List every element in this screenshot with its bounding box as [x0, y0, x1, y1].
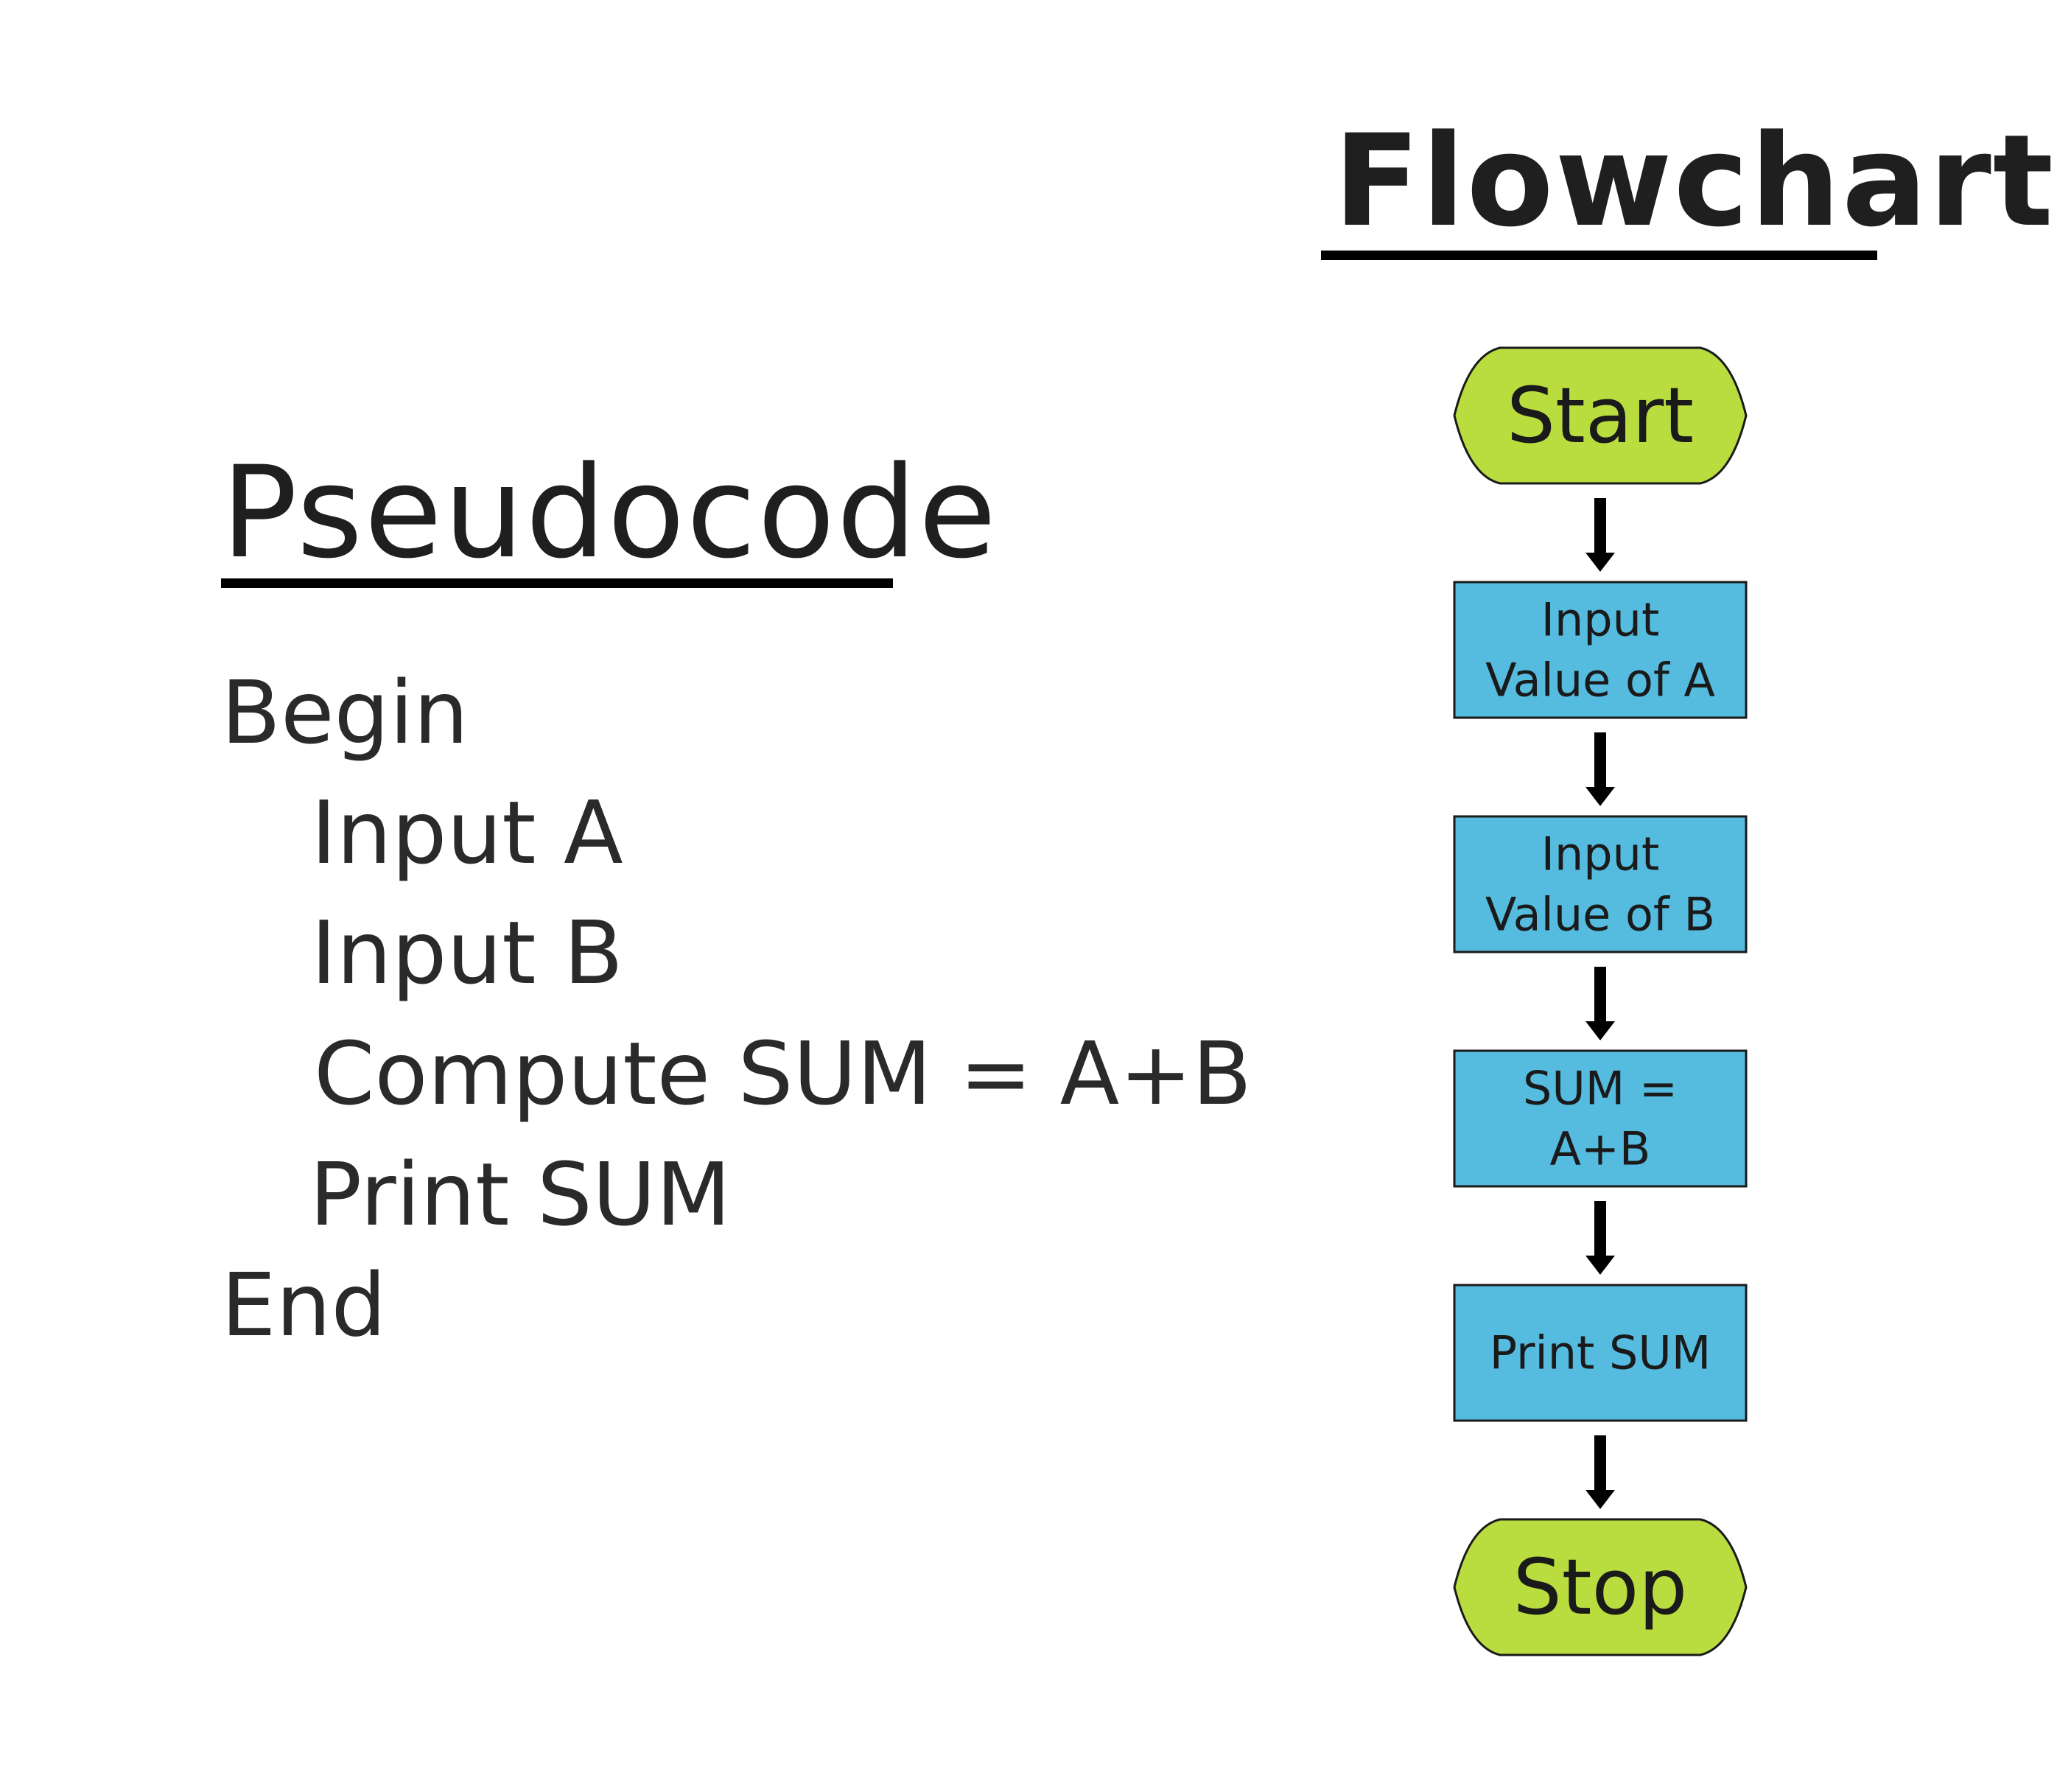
flow-node-label: SUM =	[1523, 1062, 1678, 1116]
flow-node-sum-a-b: SUM = A+B	[1453, 1049, 1748, 1188]
flow-node-label: Input	[1541, 593, 1660, 647]
flow-node-label: Value of A	[1485, 654, 1715, 707]
terminal-shape	[1453, 346, 1748, 485]
flow-node-print-sum: Print SUM	[1453, 1284, 1748, 1422]
flow-node-start: Start	[1453, 346, 1748, 485]
flow-node-label: Stop	[1513, 1542, 1687, 1632]
code-line-input-a: Input A	[311, 782, 623, 883]
process-shape	[1453, 581, 1748, 719]
flowchart-title: Flowchart	[1334, 107, 2056, 255]
flow-arrow	[1585, 1435, 1615, 1509]
flow-node-label: Value of B	[1485, 888, 1715, 942]
flow-arrow	[1585, 732, 1615, 806]
code-line-print-sum: Print SUM	[309, 1144, 732, 1245]
pseudocode-title-underline	[221, 578, 893, 588]
code-line-begin: Begin	[221, 662, 469, 763]
process-shape	[1453, 1049, 1748, 1188]
flow-node-label: Input	[1541, 827, 1660, 881]
terminal-shape	[1453, 1518, 1748, 1656]
flow-arrow	[1585, 498, 1615, 572]
process-shape	[1453, 815, 1748, 953]
flow-arrow	[1585, 967, 1615, 1040]
process-shape	[1453, 1284, 1748, 1422]
flow-node-stop: Stop	[1453, 1518, 1748, 1656]
code-line-compute-sum: Compute SUM = A+B	[314, 1023, 1252, 1124]
flowchart-title-underline	[1321, 251, 1877, 260]
flow-node-label: Start	[1507, 371, 1694, 461]
code-line-end: End	[221, 1254, 387, 1356]
code-line-input-b: Input B	[311, 902, 624, 1004]
flow-node-label: A+B	[1550, 1122, 1651, 1176]
flow-arrow	[1585, 1201, 1615, 1275]
flow-node-label: Print SUM	[1490, 1326, 1711, 1380]
pseudocode-title: Pseudocode	[221, 438, 998, 587]
